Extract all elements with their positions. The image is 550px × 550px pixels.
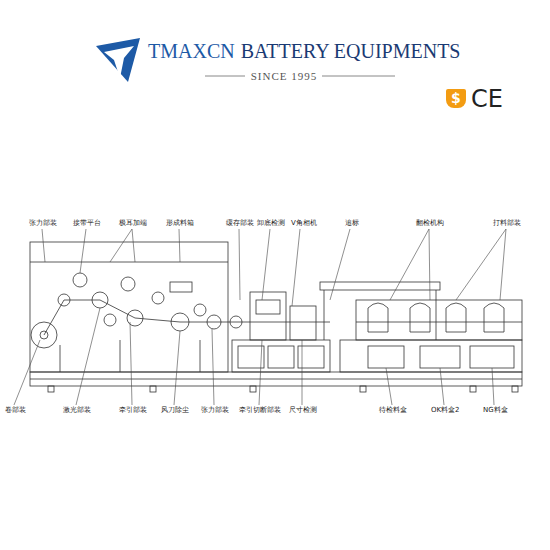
part-label: 牵引部装 — [118, 407, 148, 415]
part-label: 激光部装 — [62, 407, 92, 415]
part-label: 张力部装 — [28, 220, 58, 228]
part-label: 风刀除尘 — [160, 407, 190, 415]
part-label: 尺寸检测 — [288, 407, 318, 415]
part-label: 极耳加端 — [118, 220, 148, 228]
part-label: OK料盒2 — [430, 407, 461, 415]
part-label: V角相机 — [290, 220, 318, 228]
part-label: 翻检机构 — [415, 220, 445, 228]
part-label: 待检料盒 — [378, 407, 408, 415]
part-label: 追标 — [344, 220, 360, 228]
part-label: 形成料箱 — [165, 220, 195, 228]
part-label: NG料盒 — [482, 407, 509, 415]
part-label: 卷部装 — [4, 407, 27, 415]
brand-slogan: BATTERY EQUIPMENTS — [241, 40, 461, 62]
payment-badge: $ — [446, 89, 466, 108]
brand-name: TMAXCN — [148, 40, 235, 62]
part-label: 牵引切断部装 — [238, 407, 282, 415]
part-label: 卸底检测 — [256, 220, 286, 228]
part-label: 接带平台 — [72, 220, 102, 228]
since-year: SINCE 1995 — [251, 70, 318, 82]
part-label: 打料部装 — [492, 220, 522, 228]
ce-mark: CE — [471, 86, 503, 112]
part-label: 张力部装 — [200, 407, 230, 415]
part-label: 缓存部装 — [225, 220, 255, 228]
